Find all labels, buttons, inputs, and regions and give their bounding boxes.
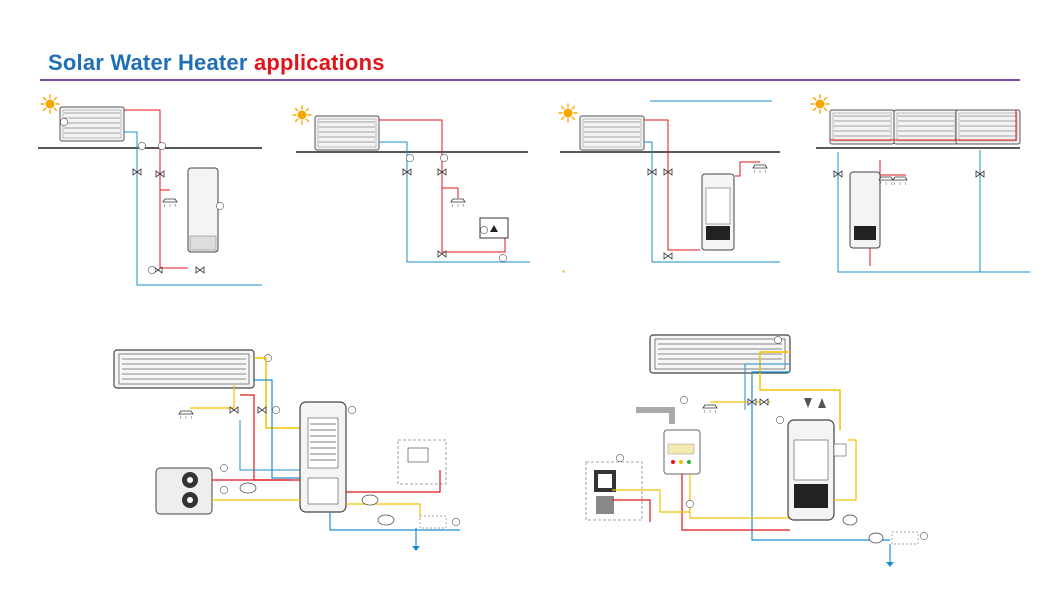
solar-collector-icon xyxy=(59,106,125,142)
diagram-4 xyxy=(810,94,1030,273)
water-tank-icon xyxy=(187,167,219,253)
diagram-5 xyxy=(113,349,460,551)
solar-collector-icon xyxy=(314,115,380,151)
solar-collector-icon xyxy=(893,109,959,145)
controller-icon xyxy=(397,439,447,485)
sun-icon xyxy=(810,94,830,114)
shower-icon xyxy=(450,198,466,208)
solar-collector-icon xyxy=(955,109,1021,145)
pump-icon xyxy=(842,514,858,526)
sun-icon xyxy=(558,103,578,123)
solar-collector-icon xyxy=(113,349,255,389)
solar-collector-icon xyxy=(579,115,645,151)
shower-icon xyxy=(178,410,194,420)
diagram-6 xyxy=(585,334,928,567)
diagram-2 xyxy=(292,105,530,263)
page-title: Solar Water Heater applications xyxy=(48,50,385,76)
title-part-2: applications xyxy=(253,50,385,75)
shower-icon xyxy=(752,164,768,174)
shower-icon xyxy=(162,198,178,208)
diagram-1 xyxy=(38,94,262,286)
title-divider xyxy=(40,79,1020,81)
solar-collector-icon xyxy=(649,334,791,374)
sun-icon xyxy=(40,94,60,114)
solar-collector-icon xyxy=(829,109,895,145)
svg-text:*: * xyxy=(562,269,565,278)
heat-pump-icon xyxy=(155,467,213,515)
diagram-3: * xyxy=(558,100,780,278)
sun-icon xyxy=(292,105,312,125)
floor-heating-icon xyxy=(585,461,643,521)
shower-icon xyxy=(702,404,718,414)
title-part-1: Solar Water Heater xyxy=(48,50,248,75)
pump-icon xyxy=(239,482,257,494)
